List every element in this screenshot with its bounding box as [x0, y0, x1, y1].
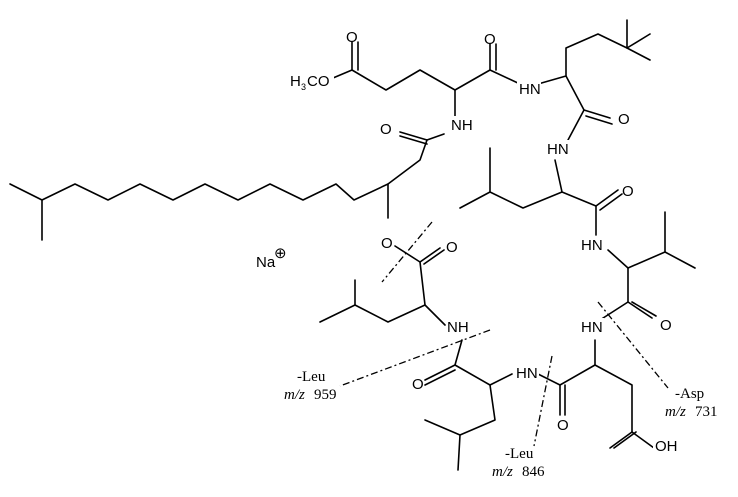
leu1-carbonyl-o: O	[618, 111, 630, 128]
cleavage-lines	[339, 221, 669, 447]
leu1-hn: HN	[519, 81, 541, 98]
fragment-3-mz-prefix: m/z	[665, 404, 686, 420]
glu-nh: NH	[451, 117, 473, 134]
fragment-2-mz-value: 846	[522, 464, 545, 480]
leucine-bottom	[424, 339, 513, 471]
leu3-hn: HN	[516, 365, 538, 382]
asp-oh: OH	[655, 438, 678, 455]
leu2-carbonyl-o: O	[622, 183, 634, 200]
val-carbonyl-o: O	[660, 317, 672, 334]
methyl-h-label: H	[290, 73, 301, 90]
glutamate-methyl-ester	[332, 41, 521, 145]
leu4-nh: NH	[447, 319, 469, 336]
glu-carbonyl-o: O	[484, 31, 496, 48]
fatty-carbonyl-o: O	[380, 121, 392, 138]
fragment-1-mz-prefix: m/z	[284, 387, 305, 403]
fragment-1-loss: -Leu	[297, 369, 326, 385]
ester-oxygen: O	[381, 235, 393, 252]
fragment-1-mz-value: 959	[314, 387, 337, 403]
sodium-label: Na	[256, 254, 276, 271]
fatty-acid-chain	[9, 139, 428, 241]
leu3-carbonyl-o: O	[412, 376, 424, 393]
fragment-2-mz-prefix: m/z	[492, 464, 513, 480]
ester-carbonyl-o: O	[346, 29, 358, 46]
asp-hn: HN	[581, 319, 603, 336]
leu2-hn: HN	[547, 141, 569, 158]
methyl-co-label: CO	[307, 73, 330, 90]
leucine-middle	[459, 147, 623, 236]
fragment-3-mz-value: 731	[695, 404, 718, 420]
asp-carbonyl-o: O	[557, 417, 569, 434]
positive-charge: ⊕	[274, 245, 287, 262]
aspartate	[537, 339, 655, 449]
fragment-3-loss: -Asp	[675, 386, 704, 402]
fragment-annotations: -Leu m/z 959 -Leu m/z 846 -Asp m/z 731	[284, 369, 718, 480]
atom-labels: H 3 CO O O O O O O O O O O HN NH HN HN H…	[256, 29, 678, 455]
leucine-top	[537, 19, 651, 141]
leucine-left	[319, 245, 446, 326]
valine	[599, 211, 696, 321]
val-hn: HN	[581, 237, 603, 254]
fragment-2-loss: -Leu	[505, 446, 534, 462]
methyl-subscript: 3	[301, 82, 306, 92]
leu4-carbonyl-o: O	[446, 239, 458, 256]
